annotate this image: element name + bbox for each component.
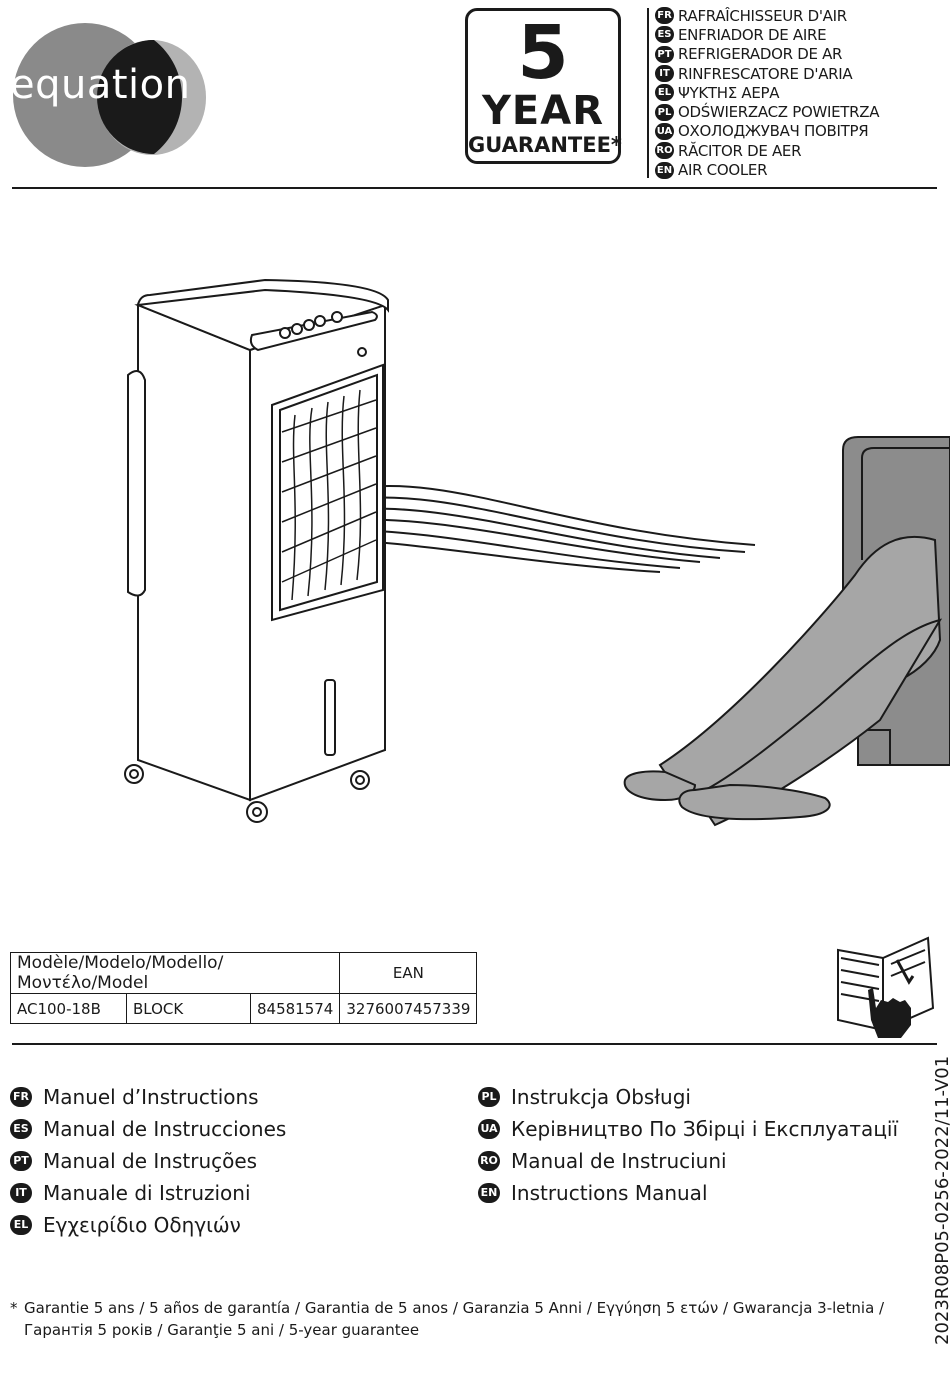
product-table-header: Modèle/Modelo/Modello/Μοντέλο/Model EAN: [9, 952, 478, 994]
language-badge: PL: [655, 103, 674, 121]
manual-title-row: PL Instrukcja Obsługi: [478, 1085, 691, 1109]
product-name: ODŚWIERZACZ POWIETRZA: [678, 103, 880, 122]
footnote-text: Garantie 5 ans / 5 años de garantía / Ga…: [24, 1299, 885, 1339]
language-badge: PL: [478, 1087, 500, 1107]
language-badge: UA: [655, 122, 674, 140]
manual-title: Instructions Manual: [511, 1181, 708, 1205]
language-badge: EL: [655, 84, 674, 102]
manual-title: Manual de Instruciuni: [511, 1149, 727, 1173]
air-cooler-illustration: [124, 278, 389, 823]
manual-title-row: ES Manual de Instrucciones: [10, 1117, 286, 1141]
language-badge: IT: [655, 65, 674, 83]
language-badge: RO: [478, 1151, 500, 1171]
read-manual-icon: [833, 930, 938, 1042]
logo-text: equation: [10, 62, 191, 108]
manual-title-row: EN Instructions Manual: [478, 1181, 708, 1205]
manual-title: Instrukcja Obsługi: [511, 1085, 691, 1109]
manual-title-row: PT Manual de Instruções: [10, 1149, 257, 1173]
cell-color: BLOCK: [126, 993, 251, 1024]
brand-logo: [8, 20, 208, 170]
language-badge: EN: [655, 161, 674, 179]
manual-title: Εγχειρίδιο Οδηγιών: [43, 1213, 241, 1237]
manual-title-row: RO Manual de Instruciuni: [478, 1149, 727, 1173]
language-badge: PT: [655, 45, 674, 63]
manual-title: Керівництво По Збірці і Експлуатації: [511, 1117, 899, 1141]
manual-title: Manual de Instruções: [43, 1149, 258, 1173]
manual-title-row: FR Manuel d’Instructions: [10, 1085, 259, 1109]
airflow-lines: [344, 484, 756, 573]
language-badge: UA: [478, 1119, 500, 1139]
manual-title: Manuale di Istruzioni: [43, 1181, 251, 1205]
language-badge: ES: [10, 1119, 32, 1139]
cell-ean: 3276007457339: [339, 993, 478, 1024]
guarantee-label: GUARANTEE*: [468, 133, 622, 157]
language-badge: FR: [10, 1087, 32, 1107]
guarantee-footnote: * Garantie 5 ans / 5 años de garantía / …: [10, 1297, 890, 1341]
guarantee-number: 5: [517, 10, 569, 96]
product-name: AIR COOLER: [678, 161, 768, 180]
product-illustration: [0, 200, 950, 840]
language-badge: IT: [10, 1183, 32, 1203]
product-name: RĂCITOR DE AER: [678, 141, 802, 160]
manual-title-row: IT Manuale di Istruzioni: [10, 1181, 251, 1205]
guarantee-badge: 5 YEAR GUARANTEE*: [465, 8, 622, 164]
guarantee-unit: YEAR: [481, 88, 605, 134]
cell-reference: 84581574: [249, 993, 341, 1024]
product-name: ΨΥΚΤΗΣ ΑΕΡΑ: [678, 83, 780, 102]
product-name: ОХОЛОДЖУВАЧ ПОВІТРЯ: [678, 122, 869, 141]
product-name: RAFRAÎCHISSEUR D'AIR: [678, 6, 847, 25]
divider-middle: [12, 1043, 937, 1045]
header-ean: EAN: [339, 952, 478, 994]
product-name: ENFRIADOR DE AIRE: [678, 25, 827, 44]
header-model: Modèle/Modelo/Modello/Μοντέλο/Model: [9, 952, 341, 994]
manual-title-row: UA Керівництво По Збірці і Експлуатації: [478, 1117, 898, 1141]
language-badge: PT: [10, 1151, 32, 1171]
divider-vertical: [647, 8, 649, 178]
grille-slats: [281, 389, 377, 601]
manual-title: Manual de Instrucciones: [43, 1117, 287, 1141]
product-table: Modèle/Modelo/Modello/Μοντέλο/Model EAN …: [9, 952, 478, 1024]
manual-title-row: EL Εγχειρίδιο Οδηγιών: [10, 1213, 241, 1237]
footnote-marker: *: [10, 1299, 18, 1317]
language-badge: EL: [10, 1215, 32, 1235]
language-badge: RO: [655, 142, 674, 160]
divider-top: [12, 187, 937, 189]
legs-illustration: [623, 535, 943, 827]
language-badge: FR: [655, 7, 674, 25]
language-badge: EN: [478, 1183, 500, 1203]
language-badge: ES: [655, 26, 674, 44]
product-name: REFRIGERADOR DE AR: [678, 45, 843, 64]
document-code: 2023R08P05-0256-2022/11-V01: [932, 1055, 950, 1345]
product-table-row: AC100-18B BLOCK 84581574 3276007457339: [10, 993, 478, 1024]
cell-model: AC100-18B: [10, 993, 127, 1024]
product-name: RINFRESCATORE D'ARIA: [678, 64, 853, 83]
manual-title: Manuel d’Instructions: [43, 1085, 259, 1109]
